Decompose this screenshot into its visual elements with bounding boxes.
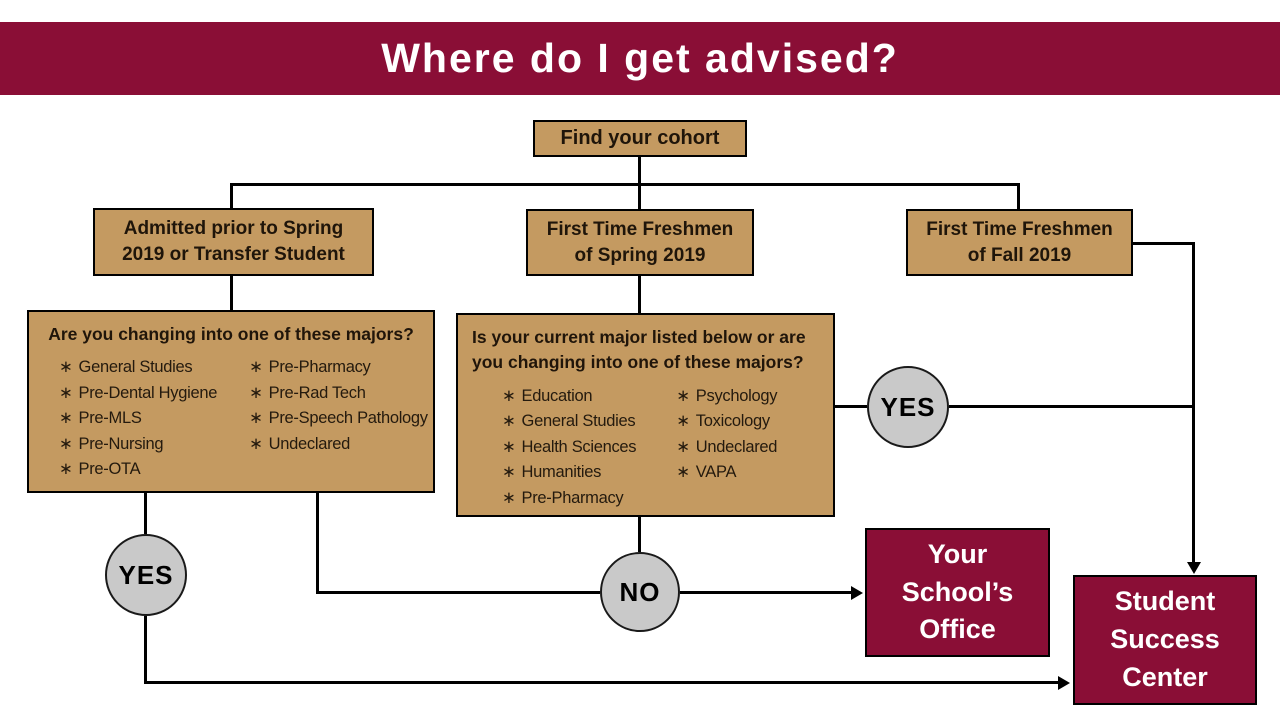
question-heading: Is your current major listed below or ar… bbox=[472, 327, 806, 373]
asterisk-bullet: ∗ bbox=[502, 437, 516, 456]
flow-box-label: First Time Freshmen of Fall 2019 bbox=[926, 218, 1113, 266]
flow-box-cohort-prior-spring-2019: Admitted prior to Spring 2019 or Transfe… bbox=[93, 208, 374, 276]
connector-drop-middle bbox=[638, 183, 641, 209]
connector-yes-down bbox=[144, 616, 147, 684]
asterisk-bullet: ∗ bbox=[676, 463, 690, 482]
connector-root-down bbox=[638, 157, 641, 184]
connector-mid-cohort-to-question bbox=[638, 276, 641, 313]
major-item: ∗Pre-MLS bbox=[59, 409, 142, 428]
connector-no-to-office bbox=[680, 591, 852, 594]
major-item: ∗Pre-Rad Tech bbox=[249, 383, 366, 402]
outcome-label: Student Success Center bbox=[1110, 586, 1220, 692]
flow-box-label: Admitted prior to Spring 2019 or Transfe… bbox=[122, 218, 345, 265]
major-item: ∗Education bbox=[502, 386, 593, 405]
connector-midbox-to-yes bbox=[833, 405, 867, 408]
flow-box-find-your-cohort: Find your cohort bbox=[533, 120, 747, 157]
majors-list: ∗Education ∗General Studies ∗Health Scie… bbox=[502, 384, 833, 512]
asterisk-bullet: ∗ bbox=[676, 437, 690, 456]
connector-leftbox-to-no-horizontal bbox=[316, 591, 600, 594]
connector-yes-to-fall-line bbox=[949, 405, 1195, 408]
major-item: ∗General Studies bbox=[59, 358, 193, 377]
asterisk-bullet: ∗ bbox=[59, 434, 73, 453]
major-item: ∗VAPA bbox=[676, 463, 737, 482]
major-item: ∗General Studies bbox=[502, 412, 636, 431]
connector-fall2019-down bbox=[1192, 242, 1195, 563]
outcome-label: Your School’s Office bbox=[901, 538, 1014, 645]
flow-box-cohort-fall-2019: First Time Freshmen of Fall 2019 bbox=[906, 209, 1133, 276]
page-title: Where do I get advised? bbox=[381, 35, 899, 81]
major-item: ∗Pre-Speech Pathology bbox=[249, 409, 428, 428]
asterisk-bullet: ∗ bbox=[502, 412, 516, 431]
majors-column-1: ∗Education ∗General Studies ∗Health Scie… bbox=[502, 384, 637, 512]
decision-yes-right: YES bbox=[867, 366, 949, 448]
major-item: ∗Toxicology bbox=[676, 412, 770, 431]
outcome-box-student-success-center: Student Success Center bbox=[1073, 575, 1257, 705]
asterisk-bullet: ∗ bbox=[502, 463, 516, 482]
asterisk-bullet: ∗ bbox=[502, 386, 516, 405]
asterisk-bullet: ∗ bbox=[59, 460, 73, 479]
majors-column-1: ∗General Studies ∗Pre-Dental Hygiene ∗Pr… bbox=[59, 355, 217, 483]
major-item: ∗Undeclared bbox=[676, 437, 778, 456]
asterisk-bullet: ∗ bbox=[249, 358, 263, 377]
major-item: ∗Humanities bbox=[502, 463, 602, 482]
connector-leftbox-to-yes bbox=[144, 493, 147, 534]
arrowhead-into-success-center-left bbox=[1058, 675, 1070, 690]
flow-box-cohort-spring-2019: First Time Freshmen of Spring 2019 bbox=[526, 209, 754, 276]
major-item: ∗Pre-Dental Hygiene bbox=[59, 383, 218, 402]
arrowhead-into-success-center-top bbox=[1186, 562, 1201, 574]
connector-drop-left bbox=[230, 183, 233, 208]
majors-column-2: ∗Psychology ∗Toxicology ∗Undeclared ∗VAP… bbox=[676, 384, 777, 512]
connector-left-cohort-to-question bbox=[230, 276, 233, 310]
major-item: ∗Pre-OTA bbox=[59, 460, 141, 479]
flow-box-label: Find your cohort bbox=[560, 127, 720, 149]
decision-yes-left: YES bbox=[105, 534, 187, 616]
connector-fall2019-right bbox=[1133, 242, 1195, 245]
asterisk-bullet: ∗ bbox=[676, 412, 690, 431]
major-item: ∗Undeclared bbox=[249, 434, 351, 453]
asterisk-bullet: ∗ bbox=[676, 386, 690, 405]
arrowhead-into-school-office bbox=[851, 585, 863, 600]
majors-column-2: ∗Pre-Pharmacy ∗Pre-Rad Tech ∗Pre-Speech … bbox=[249, 355, 428, 483]
asterisk-bullet: ∗ bbox=[59, 383, 73, 402]
connector-midbox-to-no bbox=[638, 517, 641, 552]
connector-drop-right bbox=[1017, 183, 1020, 209]
majors-list: ∗General Studies ∗Pre-Dental Hygiene ∗Pr… bbox=[59, 355, 433, 483]
asterisk-bullet: ∗ bbox=[249, 409, 263, 428]
outcome-box-school-office: Your School’s Office bbox=[865, 528, 1050, 657]
asterisk-bullet: ∗ bbox=[249, 383, 263, 402]
asterisk-bullet: ∗ bbox=[502, 488, 516, 507]
question-heading: Are you changing into one of these major… bbox=[48, 324, 414, 344]
title-banner: Where do I get advised? bbox=[0, 22, 1280, 95]
asterisk-bullet: ∗ bbox=[249, 434, 263, 453]
connector-bottom-to-success-center bbox=[144, 681, 1059, 684]
major-item: ∗Pre-Pharmacy bbox=[249, 358, 371, 377]
major-item: ∗Pre-Nursing bbox=[59, 434, 164, 453]
connector-leftbox-to-no-down bbox=[316, 493, 319, 594]
major-item: ∗Health Sciences bbox=[502, 437, 637, 456]
asterisk-bullet: ∗ bbox=[59, 358, 73, 377]
flow-box-label: First Time Freshmen of Spring 2019 bbox=[546, 218, 734, 266]
question-box-changing-majors: Are you changing into one of these major… bbox=[27, 310, 435, 493]
decision-no: NO bbox=[600, 552, 680, 632]
major-item: ∗Pre-Pharmacy bbox=[502, 488, 624, 507]
question-box-current-major: Is your current major listed below or ar… bbox=[456, 313, 835, 517]
asterisk-bullet: ∗ bbox=[59, 409, 73, 428]
connector-tree-horizontal bbox=[230, 183, 1020, 186]
major-item: ∗Psychology bbox=[676, 386, 778, 405]
